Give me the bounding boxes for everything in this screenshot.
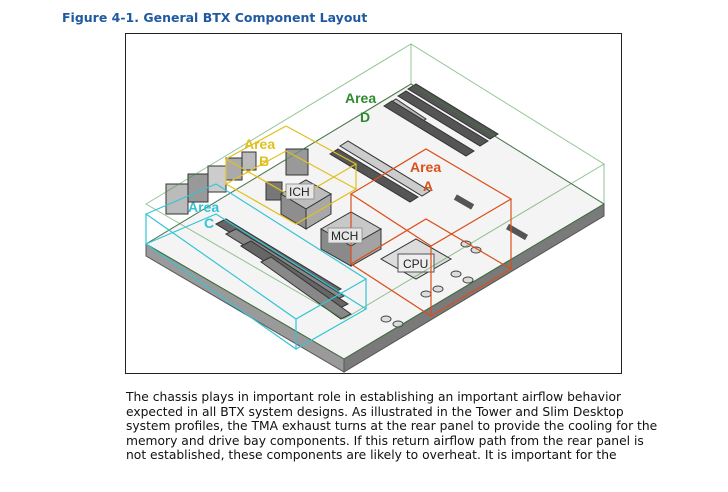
area-b-label-line2: B bbox=[259, 153, 269, 169]
area-a-label-line1: Area bbox=[410, 159, 441, 175]
capacitors bbox=[380, 240, 482, 328]
area-d-box bbox=[145, 43, 605, 360]
btx-layout-diagram: Area D Area B Area A Area C ICH MCH CPU bbox=[144, 43, 605, 373]
area-b-box bbox=[224, 125, 358, 225]
memory-slots bbox=[214, 218, 352, 320]
body-line: not established, these components are li… bbox=[126, 448, 617, 463]
area-a-label-line2: A bbox=[423, 178, 433, 194]
area-c-label-line1: Area bbox=[188, 199, 219, 215]
body-line: expected in all BTX system designs. As i… bbox=[126, 404, 624, 419]
area-a-box bbox=[349, 148, 513, 317]
area-c-label-line2: C bbox=[204, 215, 214, 231]
area-b-label-line1: Area bbox=[244, 136, 275, 152]
cpu-socket bbox=[379, 238, 453, 280]
figure-image: Area D Area B Area A Area C ICH MCH CPU bbox=[125, 33, 622, 374]
ich-label: ICH bbox=[289, 185, 310, 199]
body-line: system profiles, the TMA exhaust turns a… bbox=[126, 419, 658, 434]
area-d-label-line1: Area bbox=[345, 90, 376, 106]
body-paragraph: The chassis plays in important role in e… bbox=[126, 390, 686, 463]
mch-label: MCH bbox=[331, 229, 358, 243]
figure-caption: Figure 4-1. General BTX Component Layout bbox=[62, 10, 368, 25]
area-d-label-line2: D bbox=[360, 109, 370, 125]
area-c-box bbox=[144, 183, 368, 350]
cpu-label: CPU bbox=[403, 257, 428, 271]
body-line: memory and drive bay components. If this… bbox=[126, 433, 644, 448]
body-line: The chassis plays in important role in e… bbox=[126, 390, 622, 404]
